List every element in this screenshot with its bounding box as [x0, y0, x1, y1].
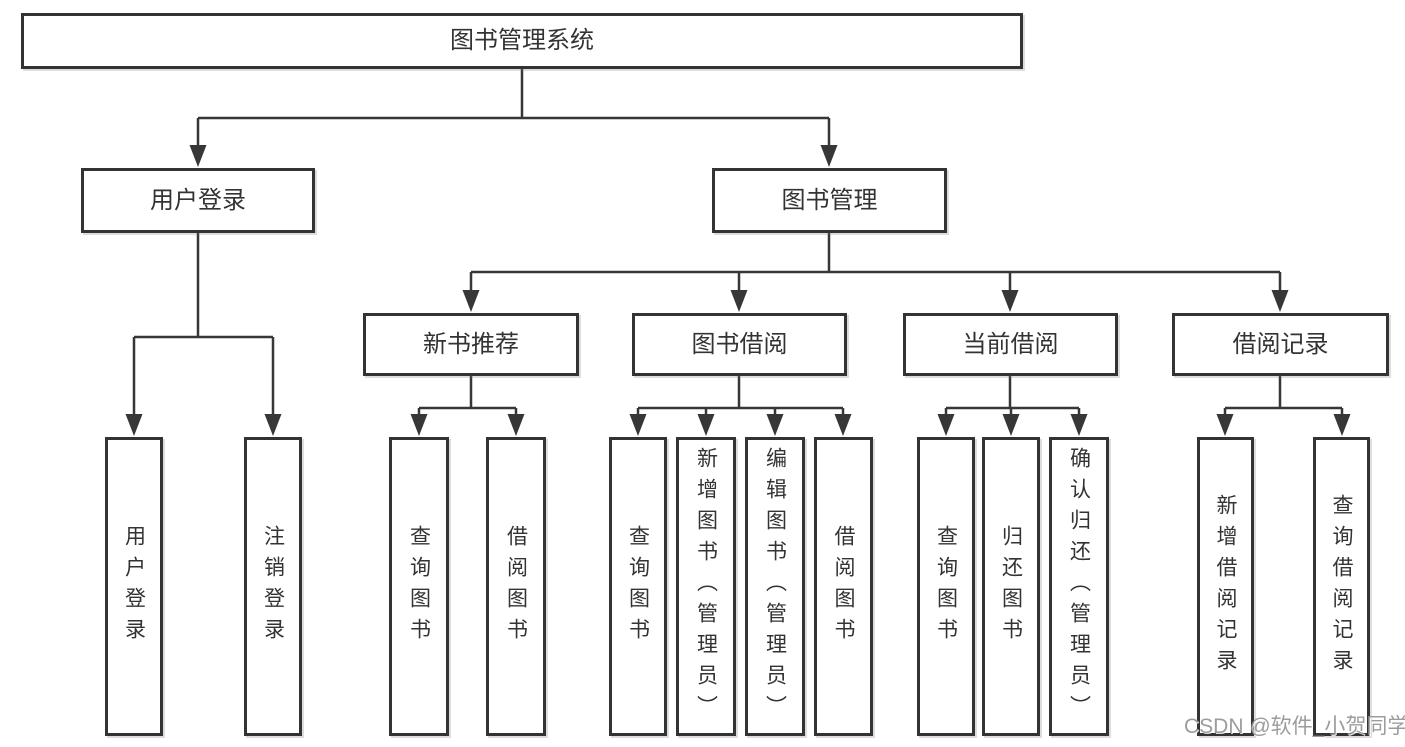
- leaf-query-books-borrow: 查询图书: [609, 437, 667, 736]
- node-label: 借阅图书: [504, 524, 528, 649]
- node-current-borrow: 当前借阅: [903, 313, 1118, 376]
- node-book-borrow: 图书借阅: [632, 313, 847, 376]
- csdn-watermark: CSDN @软件_小贺同学: [1184, 715, 1405, 738]
- arrowhead: [937, 414, 955, 436]
- node-label: 借阅记录: [1232, 330, 1329, 358]
- node-user-login: 用户登录: [81, 168, 315, 233]
- arrowhead: [189, 145, 207, 167]
- node-label: 查询图书: [407, 524, 431, 649]
- node-label: 图书管理: [781, 186, 878, 214]
- arrowhead: [264, 414, 282, 436]
- node-label: 注销登录: [261, 524, 285, 649]
- arrowhead: [1070, 414, 1088, 436]
- leaf-edit-book-admin: 编辑图书（管理员）: [745, 437, 805, 736]
- node-label: 图书管理系统: [450, 27, 594, 54]
- node-label: 新书推荐: [423, 330, 519, 358]
- node-label: 查询图书: [934, 524, 958, 649]
- connector-mgmt-to-level3: [469, 233, 1282, 291]
- arrowhead: [629, 414, 647, 436]
- arrowhead: [834, 414, 852, 436]
- connector-current-to-leaves: [944, 376, 1081, 416]
- node-label: 图书借阅: [691, 330, 788, 358]
- node-label: 新增图书（管理员）: [694, 447, 718, 726]
- arrowhead: [507, 414, 525, 436]
- node-label: 确认归还（管理员）: [1067, 447, 1091, 726]
- connector-borrow-to-leaves: [636, 376, 845, 416]
- node-borrow-records: 借阅记录: [1172, 313, 1389, 376]
- arrowhead: [462, 290, 480, 312]
- node-label: 查询借阅记录: [1330, 493, 1353, 680]
- leaf-logout: 注销登录: [244, 437, 302, 736]
- arrowhead: [125, 414, 143, 436]
- leaf-query-books-recommend: 查询图书: [389, 437, 449, 736]
- connector-root-to-level2: [196, 68, 831, 146]
- leaf-query-borrow-record: 查询借阅记录: [1313, 437, 1370, 736]
- leaf-borrow-books-recommend: 借阅图书: [486, 437, 546, 736]
- leaf-query-books-current: 查询图书: [917, 437, 975, 736]
- arrowhead: [820, 145, 838, 167]
- arrowhead: [410, 414, 428, 436]
- arrowhead: [1001, 290, 1019, 312]
- node-book-management: 图书管理: [712, 168, 947, 233]
- leaf-add-book-admin: 新增图书（管理员）: [676, 437, 736, 736]
- arrowhead: [1333, 414, 1351, 436]
- arrowhead: [766, 414, 784, 436]
- node-label: 用户登录: [150, 186, 246, 214]
- node-root-library-system: 图书管理系统: [21, 13, 1023, 69]
- connector-login-to-leaves: [132, 233, 275, 415]
- node-label: 归还图书: [999, 524, 1023, 649]
- leaf-confirm-return-admin: 确认归还（管理员）: [1049, 437, 1109, 736]
- leaf-return-book: 归还图书: [982, 437, 1040, 736]
- arrowhead: [697, 414, 715, 436]
- node-new-book-recommend: 新书推荐: [363, 313, 579, 376]
- node-label: 编辑图书（管理员）: [763, 447, 787, 726]
- node-label: 借阅图书: [832, 524, 855, 649]
- leaf-borrow-books: 借阅图书: [814, 437, 873, 736]
- connector-records-to-leaves: [1223, 376, 1344, 416]
- node-label: 当前借阅: [962, 330, 1059, 358]
- arrowhead: [730, 290, 748, 312]
- node-label: 新增借阅记录: [1214, 493, 1237, 680]
- node-label: 查询图书: [626, 524, 650, 649]
- connector-recommend-to-leaves: [417, 376, 518, 416]
- leaf-add-borrow-record: 新增借阅记录: [1197, 437, 1254, 736]
- arrowhead: [1002, 414, 1020, 436]
- leaf-user-login: 用户登录: [105, 437, 163, 736]
- arrowhead: [1216, 414, 1234, 436]
- arrowhead: [1271, 290, 1289, 312]
- node-label: 用户登录: [122, 524, 146, 649]
